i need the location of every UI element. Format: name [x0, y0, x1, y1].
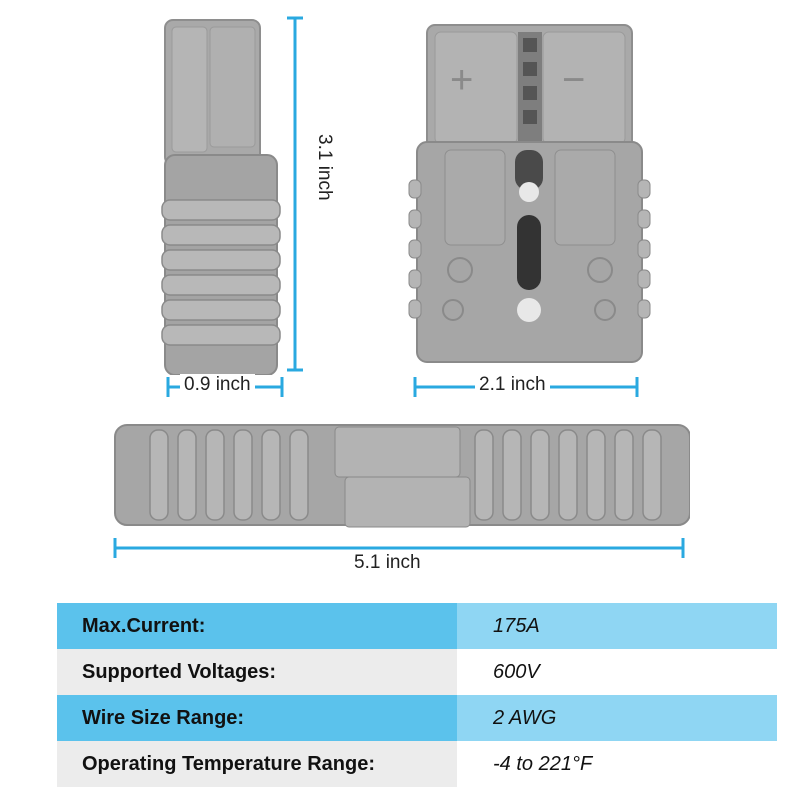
- length-dimension-label: 5.1 inch: [350, 552, 425, 573]
- spec-value: 2 AWG: [457, 695, 777, 741]
- spec-row: Operating Temperature Range: -4 to 221°F: [57, 741, 777, 787]
- spec-label: Supported Voltages:: [82, 660, 277, 683]
- length-dimension-line: [113, 538, 685, 558]
- height-dimension-label: 3.1 inch: [314, 130, 335, 205]
- connector-side-view: [161, 19, 281, 375]
- plus-symbol: +: [450, 58, 474, 102]
- connector-front-view: [408, 24, 651, 363]
- spec-label: Wire Size Range:: [82, 706, 245, 729]
- height-dimension-line: [287, 16, 303, 372]
- spec-row: Max.Current: 175A: [57, 603, 777, 649]
- spec-row: Supported Voltages: 600V: [57, 649, 777, 695]
- depth-dimension-label: 0.9 inch: [180, 374, 255, 395]
- minus-symbol: −: [562, 58, 586, 102]
- spec-value: 600V: [457, 649, 777, 695]
- spec-label: Max.Current:: [82, 614, 206, 637]
- spec-value: 175A: [457, 603, 777, 649]
- width-dimension-label: 2.1 inch: [475, 374, 550, 395]
- spec-value: -4 to 221°F: [457, 741, 777, 787]
- spec-label: Operating Temperature Range:: [82, 752, 376, 775]
- spec-table: Max.Current: 175A Supported Voltages: 60…: [57, 603, 777, 787]
- spec-row: Wire Size Range: 2 AWG: [57, 695, 777, 741]
- connector-top-view: [114, 424, 690, 528]
